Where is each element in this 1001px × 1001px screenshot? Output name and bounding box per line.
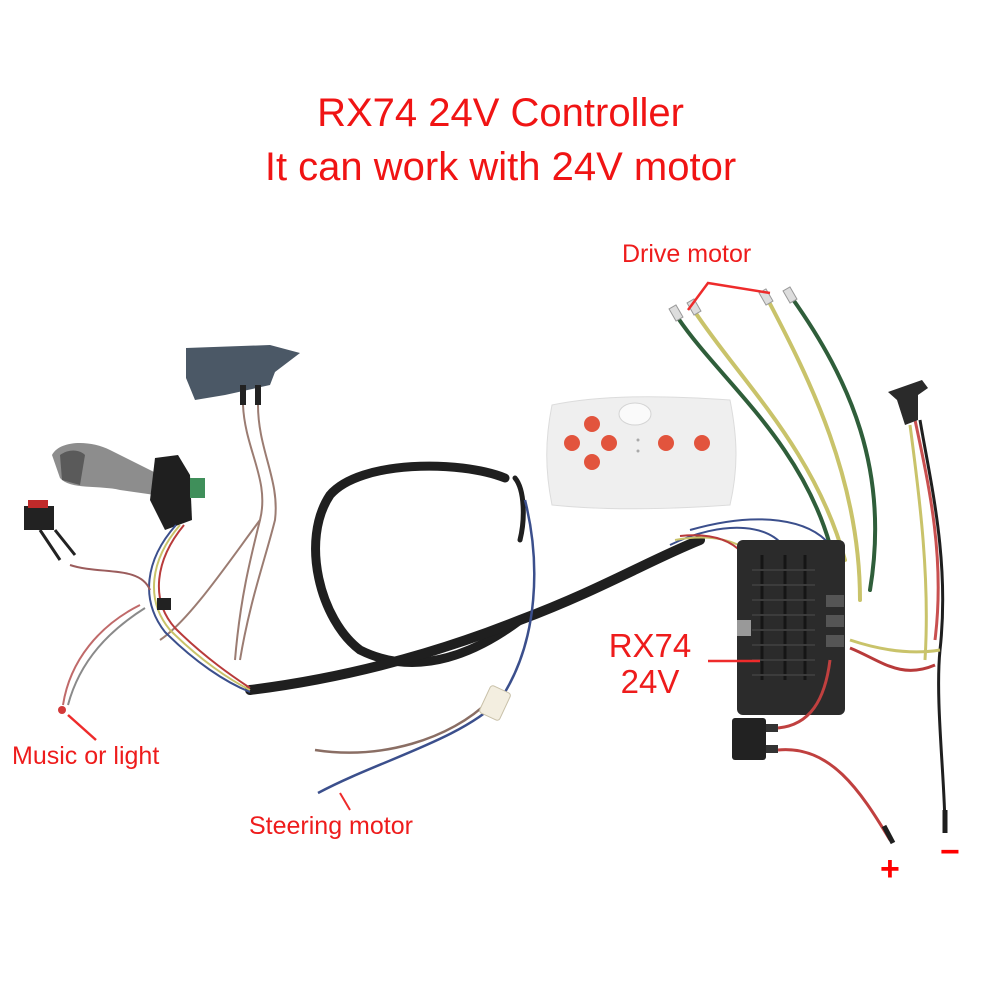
label-drive-motor: Drive motor <box>622 240 752 268</box>
steering-motor-wires <box>314 499 536 795</box>
power-switch <box>732 718 778 760</box>
main-harness-cable <box>245 461 705 695</box>
music-light-plug <box>58 706 66 714</box>
throttle-connector <box>888 380 928 425</box>
title-line-2: It can work with 24V motor <box>264 145 737 189</box>
label-controller-voltage: 24V <box>620 663 680 700</box>
drive-motor-wires <box>676 296 878 602</box>
foot-pedal <box>186 345 300 405</box>
remote-control <box>546 396 737 510</box>
control-box <box>737 540 845 715</box>
label-positive: + <box>880 850 900 888</box>
label-steering-motor: Steering motor <box>249 812 413 840</box>
label-music-or-light: Music or light <box>12 742 160 770</box>
title-line-1: RX74 24V Controller <box>317 91 684 135</box>
music-light-leader <box>67 714 97 741</box>
shifter <box>52 443 205 530</box>
drive-motor-leader <box>686 281 771 311</box>
throttle-connector-wires <box>849 419 947 831</box>
steering-connector <box>479 685 511 721</box>
label-controller-model: RX74 <box>608 627 692 664</box>
label-controller: RX74 24V <box>600 628 700 700</box>
left-wire-bundle <box>62 524 251 706</box>
battery-positive-wire <box>777 748 892 841</box>
steering-leader <box>339 792 351 811</box>
label-negative: − <box>940 833 960 871</box>
push-button <box>24 500 77 561</box>
drive-motor-plugs <box>668 286 798 322</box>
